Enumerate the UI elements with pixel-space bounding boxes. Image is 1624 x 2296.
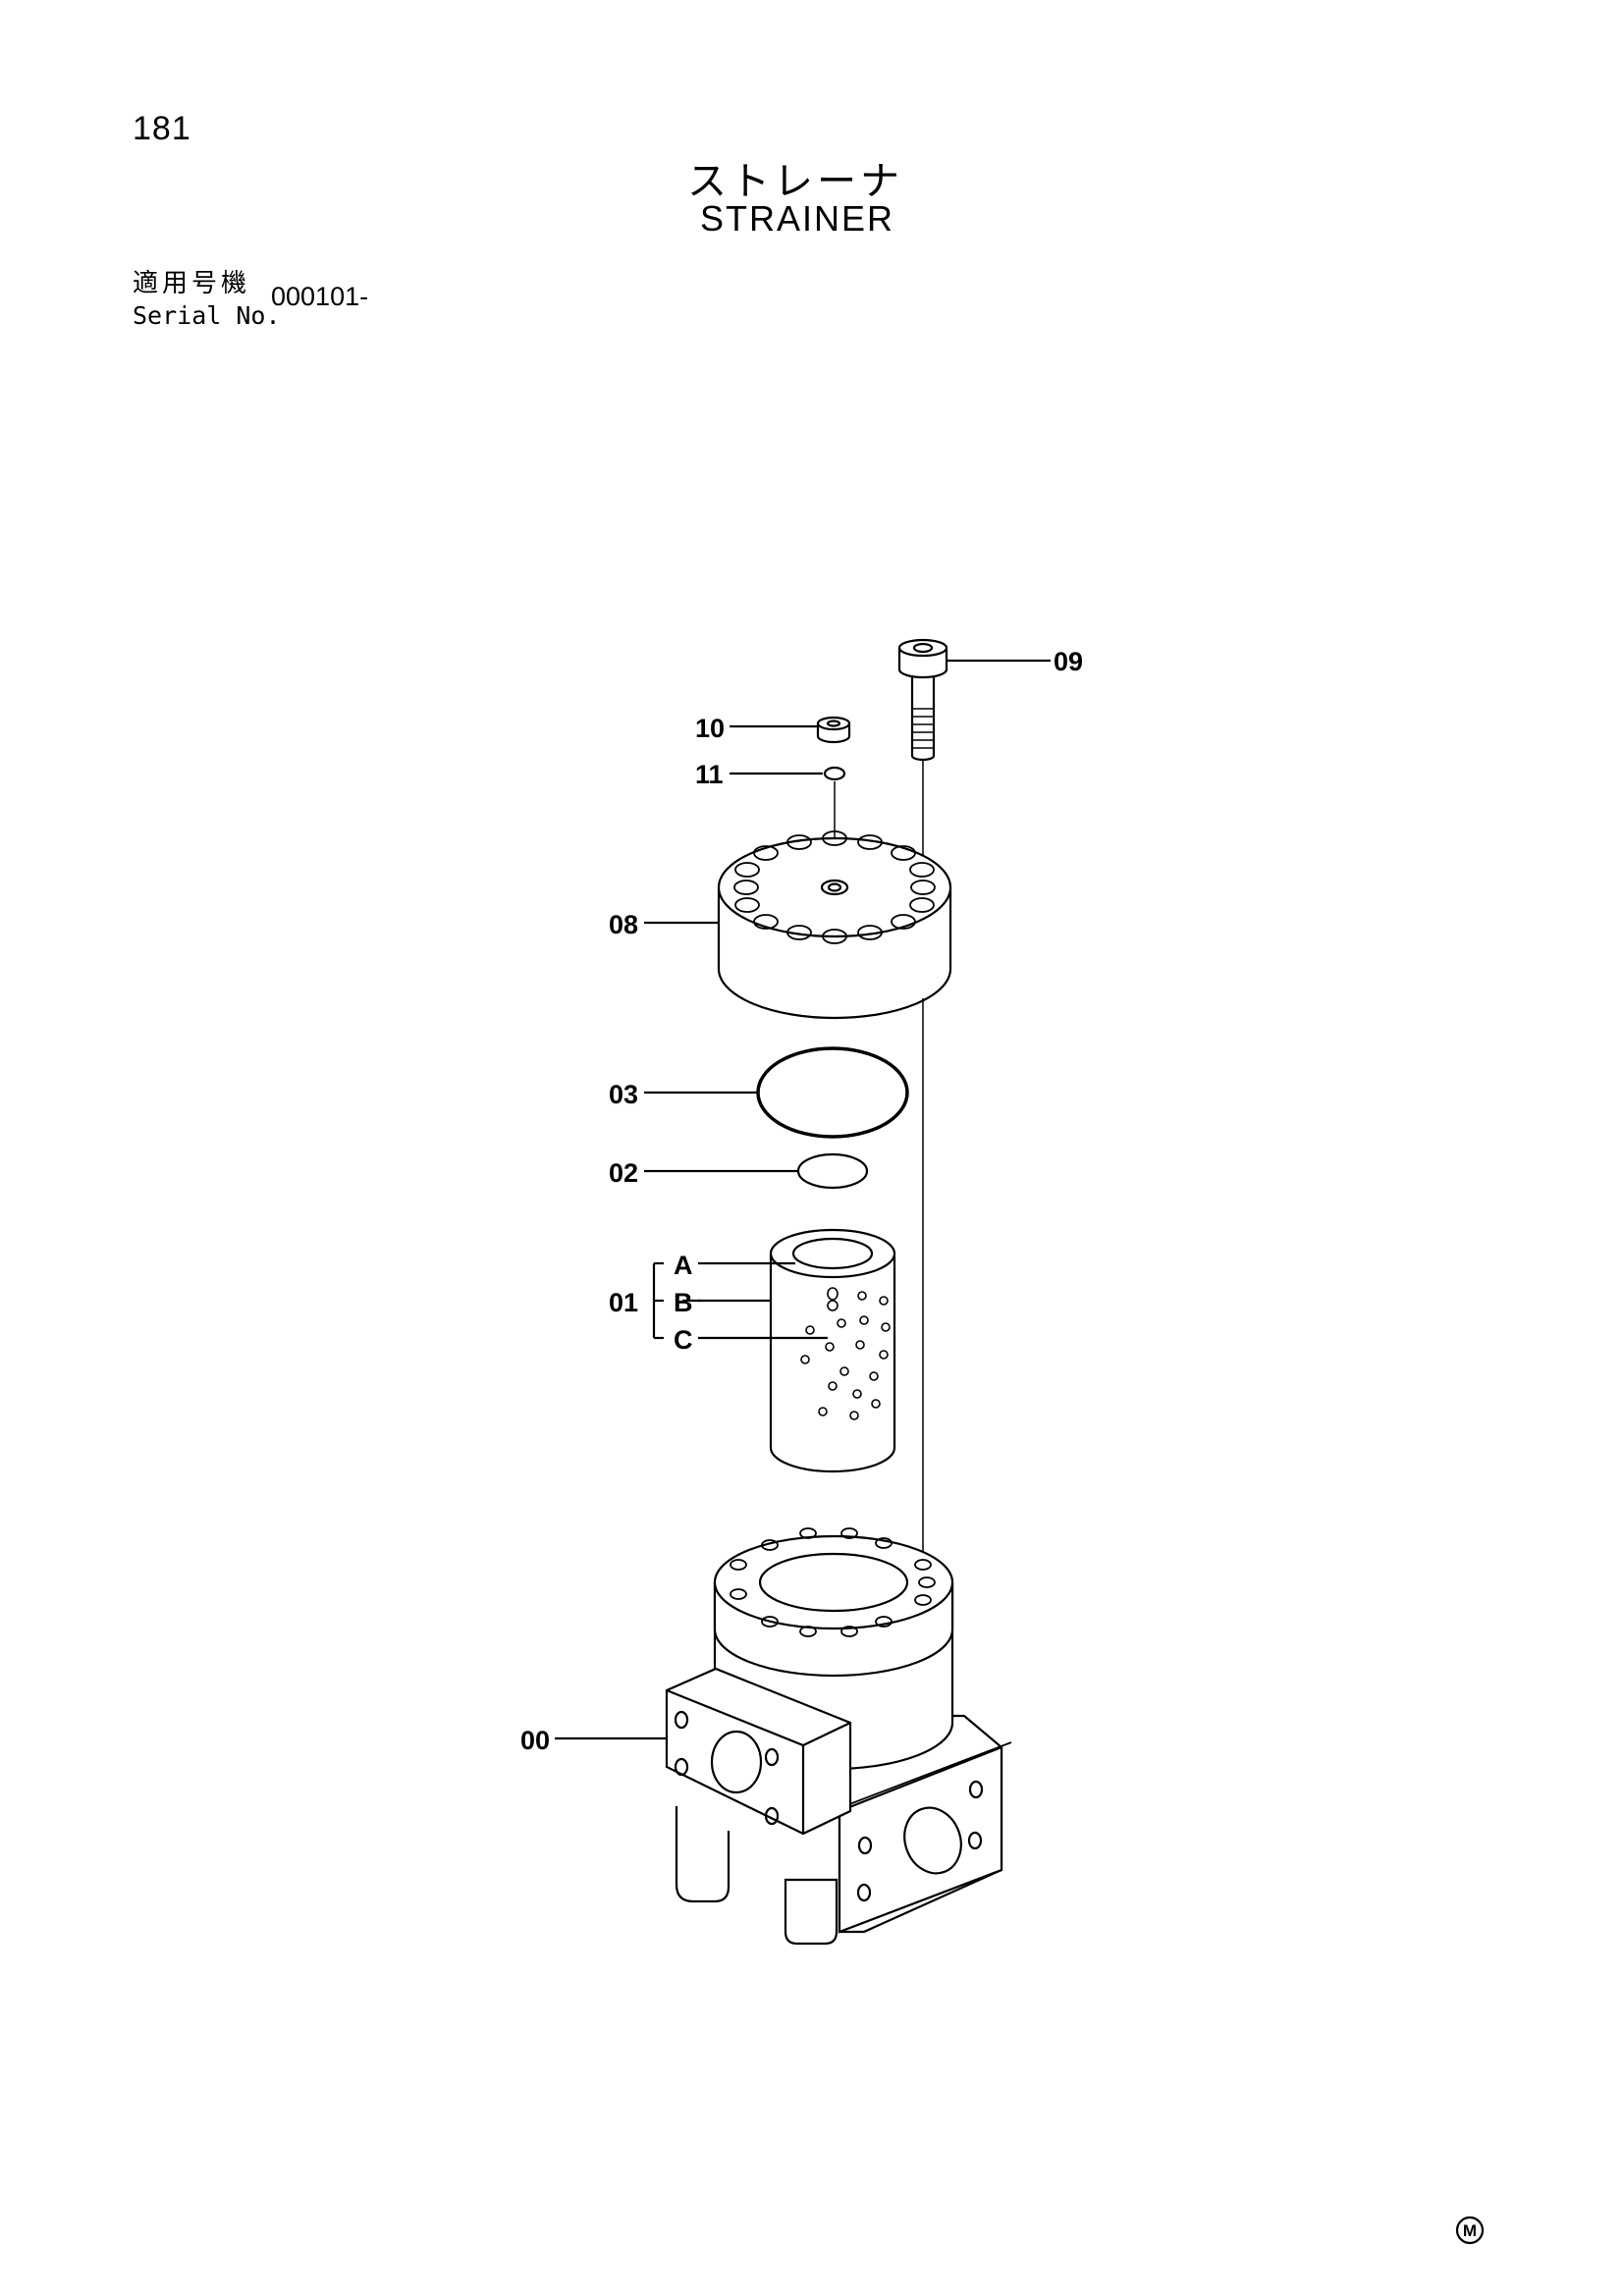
bolt-part-09 (897, 638, 948, 762)
label-part-08: 08 (609, 910, 638, 939)
label-part-02: 02 (609, 1158, 638, 1188)
label-part-09: 09 (1054, 647, 1083, 676)
label-part-01-b: B (674, 1288, 693, 1317)
serial-label-japanese: 適用号機 (133, 269, 251, 298)
serial-label-english: Serial No. (133, 301, 281, 330)
housing-part-00 (665, 1527, 1012, 1946)
label-part-00: 00 (520, 1726, 550, 1755)
circled-m-mark: M (1455, 2216, 1485, 2245)
label-part-01-a: A (674, 1251, 693, 1280)
o-ring-part-02 (796, 1152, 869, 1190)
page-number: 181 (133, 110, 191, 147)
filter-element-part-01 (769, 1228, 896, 1473)
cover-part-08 (717, 830, 952, 1020)
label-part-01-c: C (674, 1325, 693, 1355)
o-ring-part-03 (756, 1046, 909, 1139)
mark-letter: M (1463, 2221, 1477, 2240)
label-part-11: 11 (695, 760, 724, 789)
page-title-japanese: ストレーナ (687, 159, 903, 204)
plug-part-10 (816, 716, 851, 744)
o-ring-part-11 (823, 766, 846, 781)
label-part-10: 10 (695, 714, 725, 743)
serial-number-value: 000101- (271, 282, 369, 311)
page-title-english: STRAINER (700, 198, 895, 239)
label-part-03: 03 (609, 1080, 638, 1109)
label-part-01: 01 (609, 1288, 638, 1317)
